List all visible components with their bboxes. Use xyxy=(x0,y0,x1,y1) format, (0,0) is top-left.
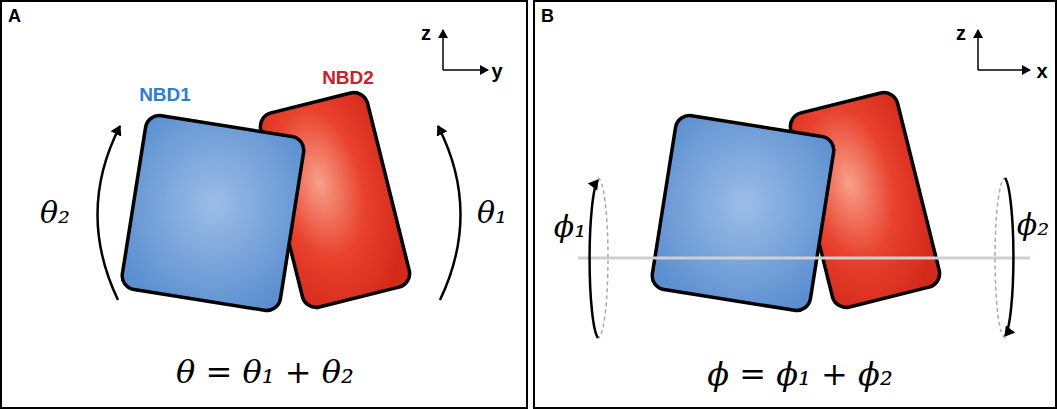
axis-label: y xyxy=(491,60,502,83)
angle-equation: θ = θ₁ + θ₂ xyxy=(176,353,354,391)
domain-block: NBD2 xyxy=(272,80,432,320)
domain-shapes-b xyxy=(650,90,942,313)
axes-a xyxy=(443,30,488,70)
domain-name: NBD2 xyxy=(322,67,374,89)
axes-b xyxy=(978,30,1030,70)
axis-label: z xyxy=(956,22,966,45)
axis-label: z xyxy=(421,22,431,45)
panel: ANBD1NBD2 xyxy=(0,0,528,409)
domain-shapes-a xyxy=(120,90,412,313)
angle-symbol: ϕ₁ xyxy=(554,209,586,244)
angle-symbol: ϕ₂ xyxy=(1017,207,1049,242)
angle-equation: ϕ = ϕ₁ + ϕ₂ xyxy=(707,355,892,393)
axis-label: x xyxy=(1036,60,1047,83)
domain-block: NBD1 xyxy=(120,102,310,322)
angle-symbol: θ₁ xyxy=(477,195,507,230)
panel: B xyxy=(533,0,1057,409)
domain-name: NBD1 xyxy=(139,84,191,106)
rotation-ellipses xyxy=(590,178,1014,338)
panel-letter: A xyxy=(8,6,21,27)
rotation-axis xyxy=(578,257,1030,260)
angle-symbol: θ₂ xyxy=(40,195,70,230)
rotation-arrows-a xyxy=(97,126,460,300)
panel-letter: B xyxy=(541,6,554,27)
